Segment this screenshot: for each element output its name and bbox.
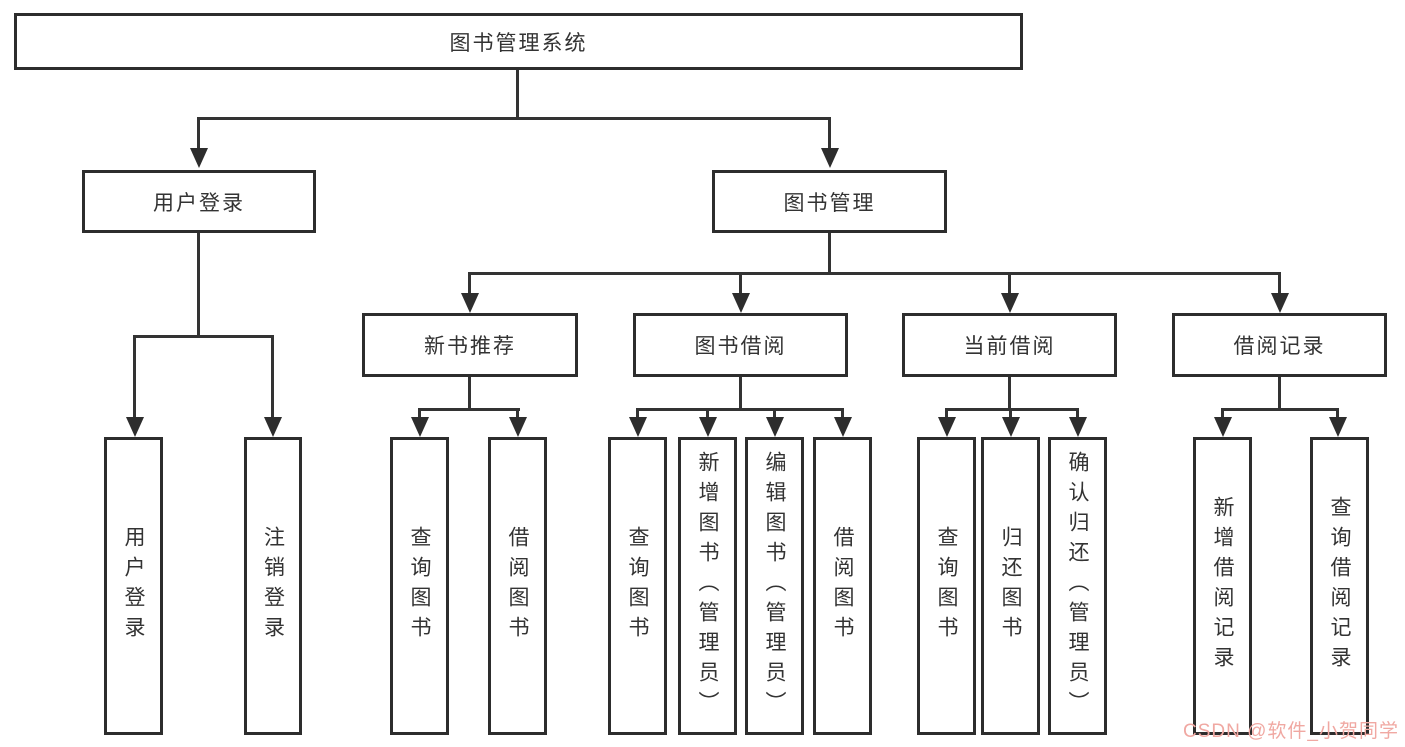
leaf-node-label: 借阅图书 xyxy=(831,526,854,646)
leaf-node-label: 确认归还（管理员） xyxy=(1066,451,1089,721)
arrow-down-icon xyxy=(1001,293,1019,313)
arrow-down-icon xyxy=(190,148,208,168)
arrow-down-icon xyxy=(766,417,784,437)
connector-line xyxy=(773,408,776,417)
leaf-node-query-books: 查询图书 xyxy=(390,437,449,735)
connector-line xyxy=(418,408,520,411)
leaf-node-add-borrow-record: 新增借阅记录 xyxy=(1193,437,1252,735)
connector-line xyxy=(1278,377,1281,408)
connector-line xyxy=(1278,272,1281,293)
arrow-down-icon xyxy=(461,293,479,313)
branch-node-user-login: 用户登录 xyxy=(82,170,316,233)
leaf-node-borrow-books: 借阅图书 xyxy=(813,437,872,735)
leaf-node-borrow-books: 借阅图书 xyxy=(488,437,547,735)
leaf-node-query-books: 查询图书 xyxy=(917,437,976,735)
connector-line xyxy=(468,377,471,408)
csdn-watermark: CSDN @软件_小贺同学 xyxy=(1183,721,1399,742)
leaf-node-label: 编辑图书（管理员） xyxy=(763,451,786,721)
connector-line xyxy=(418,408,421,417)
connector-line xyxy=(468,272,1281,275)
connector-line xyxy=(516,408,519,417)
leaf-node-label: 新增图书（管理员） xyxy=(696,451,719,721)
connector-line xyxy=(1221,408,1339,411)
connector-line xyxy=(197,117,831,120)
arrow-down-icon xyxy=(1329,417,1347,437)
branch-node-label: 图书管理 xyxy=(783,191,876,215)
leaf-node-return-books: 归还图书 xyxy=(981,437,1040,735)
group-node-label: 借阅记录 xyxy=(1233,335,1326,358)
connector-line xyxy=(945,408,948,417)
arrow-down-icon xyxy=(411,417,429,437)
connector-line xyxy=(133,335,136,417)
root-node: 图书管理系统 xyxy=(14,13,1023,70)
arrow-down-icon xyxy=(509,417,527,437)
connector-line xyxy=(1076,408,1079,417)
connector-line xyxy=(636,408,844,411)
leaf-node-label: 注销登录 xyxy=(261,526,285,646)
leaf-node-label: 归还图书 xyxy=(999,526,1022,646)
connector-line xyxy=(197,233,200,335)
connector-line xyxy=(516,70,519,120)
arrow-down-icon xyxy=(938,417,956,437)
arrow-down-icon xyxy=(834,417,852,437)
root-node-label: 图书管理系统 xyxy=(449,31,588,55)
leaf-node-label: 查询图书 xyxy=(935,526,958,646)
arrow-down-icon xyxy=(1271,293,1289,313)
connector-line xyxy=(636,408,639,417)
group-node-borrow-records: 借阅记录 xyxy=(1172,313,1387,377)
connector-line xyxy=(841,408,844,417)
connector-line xyxy=(739,272,742,293)
group-node-current-borrow: 当前借阅 xyxy=(902,313,1117,377)
arrow-down-icon xyxy=(1002,417,1020,437)
leaf-node-logout: 注销登录 xyxy=(244,437,302,735)
branch-node-label: 用户登录 xyxy=(153,191,245,215)
arrow-down-icon xyxy=(126,417,144,437)
leaf-node-query-borrow-record: 查询借阅记录 xyxy=(1310,437,1369,735)
connector-line xyxy=(1009,408,1012,417)
leaf-node-edit-book-admin: 编辑图书（管理员） xyxy=(745,437,804,735)
leaf-node-label: 查询借阅记录 xyxy=(1328,496,1351,676)
connector-line xyxy=(1008,272,1011,293)
leaf-node-query-books: 查询图书 xyxy=(608,437,667,735)
arrow-down-icon xyxy=(629,417,647,437)
group-node-label: 当前借阅 xyxy=(963,335,1056,358)
connector-line xyxy=(828,117,831,148)
arrow-down-icon xyxy=(821,148,839,168)
branch-node-book-management: 图书管理 xyxy=(712,170,947,233)
arrow-down-icon xyxy=(1214,417,1232,437)
leaf-node-label: 查询图书 xyxy=(408,526,431,646)
connector-line xyxy=(1336,408,1339,417)
connector-line xyxy=(197,117,200,148)
connector-line xyxy=(133,335,274,338)
connector-line xyxy=(1008,377,1011,408)
leaf-node-add-book-admin: 新增图书（管理员） xyxy=(678,437,737,735)
group-node-label: 新书推荐 xyxy=(424,335,516,358)
group-node-label: 图书借阅 xyxy=(694,335,787,358)
connector-line xyxy=(739,377,742,408)
leaf-node-user-login: 用户登录 xyxy=(104,437,163,735)
connector-line xyxy=(945,408,1079,411)
group-node-new-book-recommend: 新书推荐 xyxy=(362,313,578,377)
leaf-node-label: 查询图书 xyxy=(626,526,649,646)
connector-line xyxy=(706,408,709,417)
arrow-down-icon xyxy=(699,417,717,437)
leaf-node-confirm-return-admin: 确认归还（管理员） xyxy=(1048,437,1107,735)
connector-line xyxy=(271,335,274,417)
leaf-node-label: 用户登录 xyxy=(122,526,145,646)
connector-line xyxy=(1221,408,1224,417)
leaf-node-label: 新增借阅记录 xyxy=(1211,496,1234,676)
leaf-node-label: 借阅图书 xyxy=(506,526,529,646)
connector-line xyxy=(468,272,471,293)
arrow-down-icon xyxy=(1069,417,1087,437)
arrow-down-icon xyxy=(732,293,750,313)
arrow-down-icon xyxy=(264,417,282,437)
connector-line xyxy=(828,233,831,272)
group-node-book-borrow: 图书借阅 xyxy=(633,313,848,377)
